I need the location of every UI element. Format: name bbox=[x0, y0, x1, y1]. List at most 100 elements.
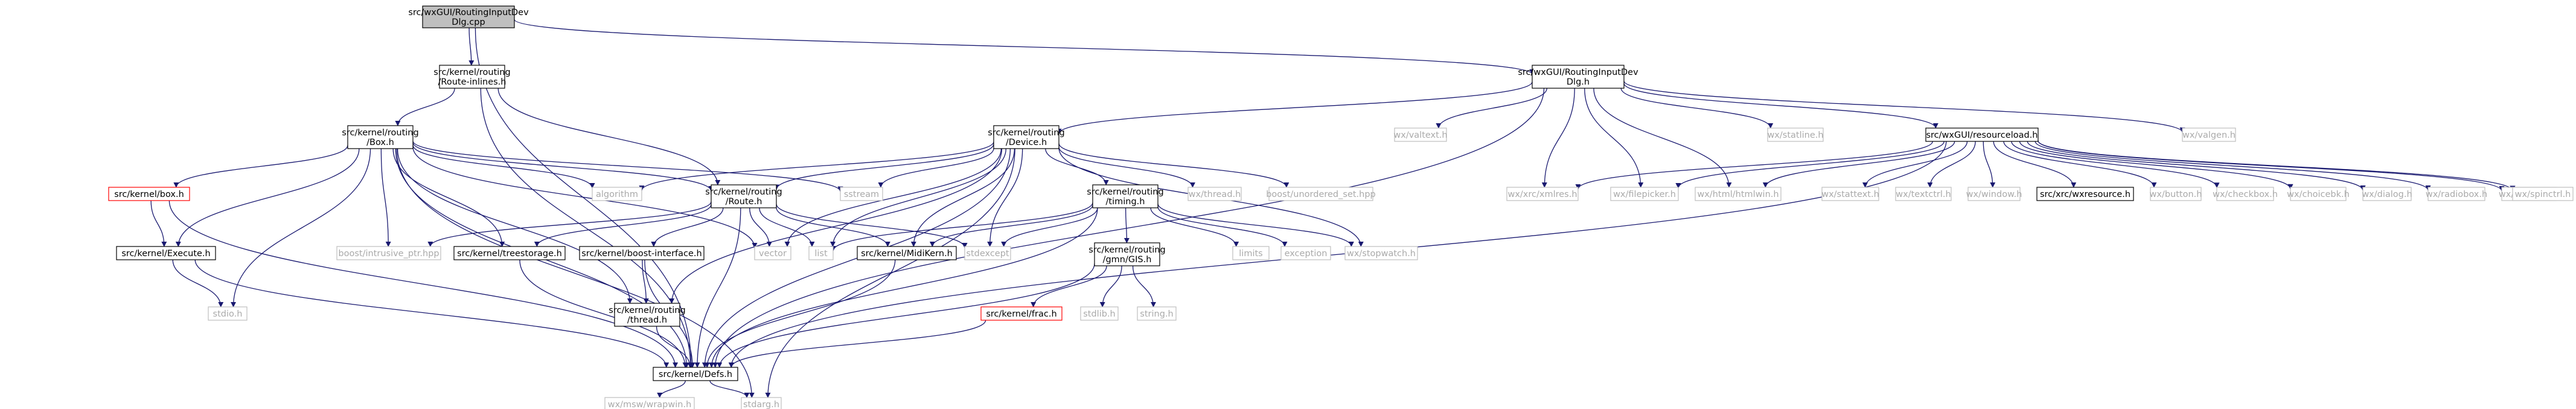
node-threadH-label-1: /thread.h bbox=[627, 315, 667, 325]
node-window[interactable]: wx/window.h bbox=[1966, 187, 2022, 201]
node-routeH-label-1: /Route.h bbox=[726, 197, 762, 207]
edge-resourceloadH-to-window bbox=[1983, 141, 1996, 188]
node-string[interactable]: string.h bbox=[1137, 306, 1177, 321]
node-exception[interactable]: exception bbox=[1280, 246, 1331, 260]
node-statext[interactable]: wx/stattext.h bbox=[1821, 187, 1879, 201]
edge-dlgH-to-htmlwin bbox=[1593, 88, 1732, 188]
node-checkbox[interactable]: wx/checkbox.h bbox=[2213, 187, 2278, 201]
node-boxH-label-1: /Box.h bbox=[366, 138, 394, 147]
node-wxprec[interactable]: wx/msw/wrapwin.h bbox=[604, 397, 695, 409]
node-wxvaltext-label-0: wx/valtext.h bbox=[1393, 130, 1447, 140]
edge-midikern-to-defs bbox=[704, 259, 896, 368]
node-routeInlines[interactable]: src/kernel/routing/Route-inlines.h bbox=[433, 65, 511, 89]
edge-timingH-to-gmnGIS bbox=[1123, 207, 1130, 243]
node-radiobox[interactable]: wx/radiobox.h bbox=[2426, 187, 2487, 201]
edge-resourceloadH-to-dialog bbox=[2027, 141, 2366, 192]
node-unordered[interactable]: boost/unordered_set.hpp bbox=[1266, 187, 1376, 201]
node-gmnGIS[interactable]: src/kernel/routing/gmn/GIS.h bbox=[1088, 242, 1166, 266]
node-textctrl-box bbox=[1895, 187, 1952, 201]
node-algorithm[interactable]: algorithm bbox=[592, 187, 642, 201]
node-treestorage[interactable]: src/kernel/treestorage.h bbox=[453, 246, 566, 260]
node-wxprec-box bbox=[604, 397, 695, 409]
node-timingH-label-0: src/kernel/routing bbox=[1087, 187, 1163, 197]
node-midikern[interactable]: src/kernel/MidiKern.h bbox=[857, 246, 957, 260]
node-choicebk-label-0: wx/choicebk.h bbox=[2287, 190, 2350, 199]
node-list[interactable]: list bbox=[808, 246, 834, 260]
edge-boxH-to-sstream bbox=[412, 141, 843, 192]
node-wxresource[interactable]: src/xrc/wxresource.h bbox=[2036, 187, 2134, 201]
edge-resourceloadH-to-checkbox bbox=[2011, 141, 2220, 188]
edge-routeInlines-to-routeH bbox=[497, 88, 721, 185]
node-wxstatline-label-0: wx/statline.h bbox=[1767, 130, 1823, 140]
edge-defs-to-stdarg bbox=[709, 380, 750, 398]
edge-threadH-to-defs bbox=[656, 326, 693, 368]
node-routeH-box bbox=[711, 184, 777, 208]
node-resourceloadH[interactable]: src/wxGUI/resourceload.h bbox=[1925, 127, 2039, 142]
node-list-label-0: list bbox=[814, 249, 828, 259]
node-threadH[interactable]: src/kernel/routing/thread.h bbox=[609, 303, 686, 327]
node-boostInterface[interactable]: src/kernel/boost-interface.h bbox=[579, 246, 705, 260]
node-intrusive[interactable]: boost/intrusive_ptr.hpp bbox=[336, 246, 441, 260]
node-executeH-label-0: src/kernel/Execute.h bbox=[121, 249, 210, 259]
node-wxvalgen[interactable]: wx/valgen.h bbox=[2182, 127, 2236, 142]
edge-timingH-to-midikern bbox=[929, 204, 1093, 247]
edge-timingH-to-stdexcept bbox=[1001, 207, 1098, 247]
node-defs[interactable]: src/kernel/Defs.h bbox=[653, 367, 738, 381]
edge-boxH-to-routeH bbox=[412, 142, 714, 192]
node-window-label-0: wx/window.h bbox=[1966, 190, 2022, 199]
node-boxH[interactable]: src/kernel/routing/Box.h bbox=[342, 125, 419, 149]
node-spinctrl[interactable]: wx/spinctrl.h bbox=[2512, 187, 2574, 201]
node-treestorage-label-0: src/kernel/treestorage.h bbox=[457, 249, 562, 259]
node-limits-label-0: limits bbox=[1239, 249, 1262, 259]
node-timingH[interactable]: src/kernel/routing/timing.h bbox=[1087, 184, 1164, 208]
edge-executeH-to-stdio bbox=[172, 259, 224, 308]
node-frac[interactable]: src/kernel/frac.h bbox=[980, 306, 1063, 321]
node-stopwatch-box bbox=[1344, 246, 1418, 260]
node-vector-box bbox=[754, 246, 791, 260]
node-resourceloadH-box bbox=[1925, 127, 2039, 142]
node-midikern-box bbox=[857, 246, 957, 260]
node-boxH-box bbox=[347, 125, 414, 149]
node-unordered-label-0: boost/unordered_set.hpp bbox=[1266, 190, 1376, 199]
node-wxxmlres[interactable]: wx/xrc/xmlres.h bbox=[1506, 187, 1579, 201]
edge-deviceH-to-unordered bbox=[1058, 143, 1290, 188]
node-textctrl[interactable]: wx/textctrl.h bbox=[1895, 187, 1952, 201]
edge-resourceloadH-to-choicebk bbox=[2019, 141, 2293, 190]
edge-deviceH-to-vector bbox=[784, 148, 1002, 247]
node-threadH-label-0: src/kernel/routing bbox=[609, 306, 685, 315]
node-choicebk[interactable]: wx/choicebk.h bbox=[2287, 187, 2350, 201]
node-deviceH[interactable]: src/kernel/routing/Device.h bbox=[988, 125, 1065, 149]
node-htmlwin[interactable]: wx/html/htmlwin.h bbox=[1695, 187, 1782, 201]
node-executeH[interactable]: src/kernel/Execute.h bbox=[116, 246, 216, 260]
node-dialog[interactable]: wx/dialog.h bbox=[2362, 187, 2412, 201]
node-stdexcept[interactable]: stdexcept bbox=[964, 246, 1011, 260]
node-button[interactable]: wx/button.h bbox=[2150, 187, 2202, 201]
node-spinctrl-label-0: wx/spinctrl.h bbox=[2515, 190, 2571, 199]
node-stdarg[interactable]: stdarg.h bbox=[741, 397, 782, 409]
node-routeH[interactable]: src/kernel/routing/Route.h bbox=[705, 184, 782, 208]
edge-resourceloadH-to-htmlwin bbox=[1762, 141, 1955, 188]
node-stdio[interactable]: stdio.h bbox=[208, 306, 248, 321]
node-vector[interactable]: vector bbox=[754, 246, 791, 260]
node-stdlib[interactable]: stdlib.h bbox=[1080, 306, 1119, 321]
node-intrusive-box bbox=[336, 246, 441, 260]
edge-gmnGIS-to-stdlib bbox=[1099, 265, 1122, 308]
node-gmnGIS-box bbox=[1094, 242, 1160, 266]
node-deviceH-box bbox=[993, 125, 1059, 149]
node-wxfilepicker[interactable]: wx/filepicker.h bbox=[1610, 187, 1679, 201]
node-routeInlines-label-0: src/kernel/routing bbox=[433, 68, 510, 77]
node-kernelBox[interactable]: src/kernel/box.h bbox=[108, 187, 190, 201]
node-wxstatline[interactable]: wx/statline.h bbox=[1767, 127, 1824, 142]
edge-kernelBox-to-executeH bbox=[150, 200, 167, 247]
node-wxthread[interactable]: wx/thread.h bbox=[1187, 187, 1242, 201]
node-wxvaltext[interactable]: wx/valtext.h bbox=[1393, 127, 1448, 142]
node-stdexcept-box bbox=[964, 246, 1011, 260]
node-stopwatch[interactable]: wx/stopwatch.h bbox=[1344, 246, 1418, 260]
edge-dlgH-to-wxfilepicker bbox=[1584, 88, 1644, 188]
node-sstream[interactable]: sstream bbox=[840, 187, 883, 201]
node-limits[interactable]: limits bbox=[1232, 246, 1270, 260]
edge-boxH-to-kernelBox bbox=[173, 145, 348, 188]
